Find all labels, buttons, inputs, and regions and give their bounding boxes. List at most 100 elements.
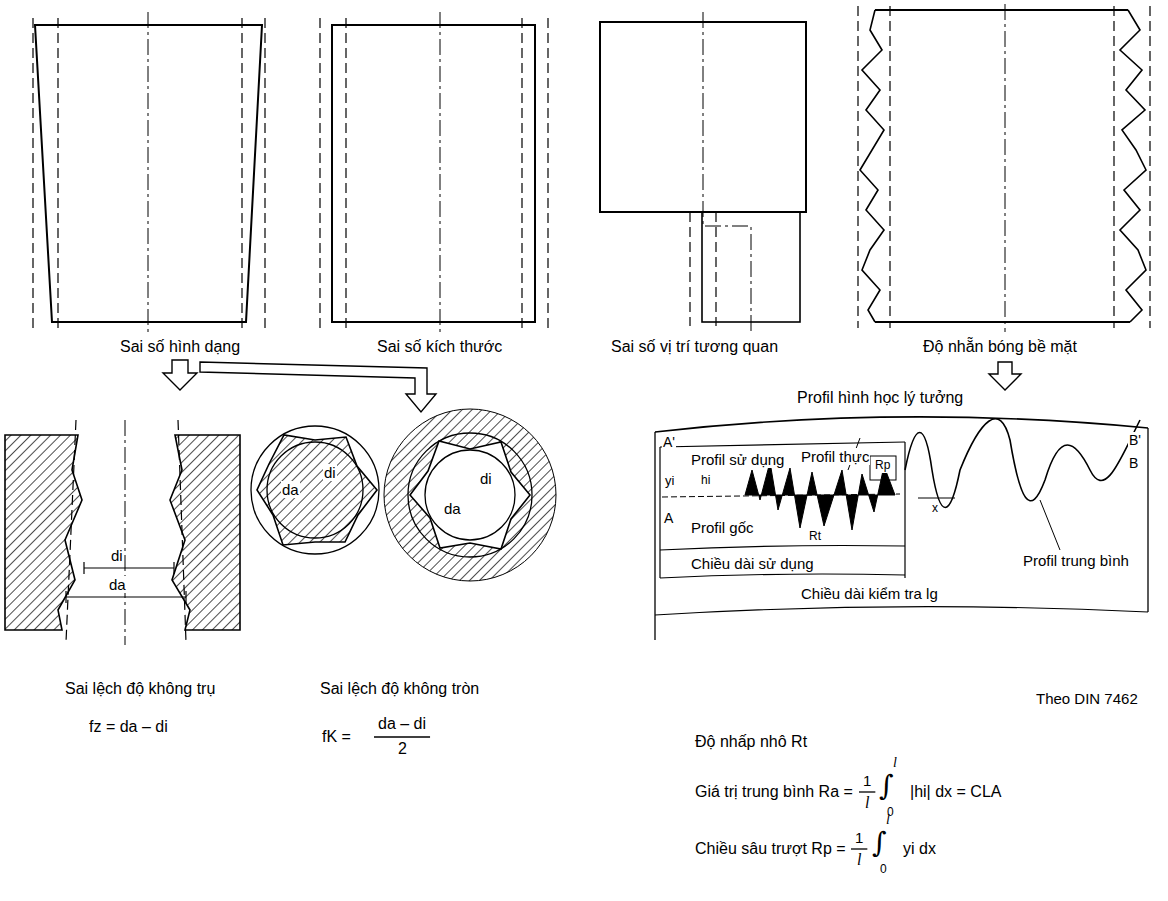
cylinder-section-part	[66, 420, 76, 642]
integral-limit: l	[893, 755, 897, 771]
roughness-profile-part	[905, 419, 1140, 508]
figure-caption: Sai số kích thước	[377, 338, 502, 356]
formula-numerator: 1	[863, 772, 871, 789]
cylinder-section-part	[66, 596, 186, 597]
roundness-bore-part	[425, 450, 515, 540]
surface-roughness-figure-part	[857, 6, 858, 328]
hollow-arrows-part	[200, 362, 436, 412]
profile-label: Profil thực	[800, 448, 870, 465]
integral-sign: ∫	[879, 772, 894, 800]
surface-roughness-figure-part	[1120, 10, 1146, 322]
point-label: B	[1128, 455, 1139, 471]
point-label: A	[663, 510, 674, 526]
roundness-bore	[384, 409, 556, 581]
form-error-figure-part	[148, 12, 149, 332]
hollow-arrows-part	[163, 360, 197, 390]
roughness-profile-part	[660, 442, 905, 447]
figure-caption: Sai số hình dạng	[120, 338, 240, 356]
dimension-label: da	[281, 481, 300, 498]
size-error-figure-part	[440, 12, 441, 332]
point-label: B'	[1128, 432, 1142, 448]
form-error-figure-part	[264, 18, 265, 328]
size-error-figure	[320, 12, 548, 332]
length-label: Chiều dài kiểm tra lg	[800, 585, 939, 602]
roughness-profile-part	[870, 456, 896, 480]
surface-roughness-figure-part	[875, 321, 1130, 323]
position-error-figure-part	[689, 212, 690, 326]
integral-limit: l	[886, 812, 890, 828]
roundness-bore-part	[408, 433, 532, 557]
roughness-profile-part	[655, 607, 1148, 615]
surface-roughness-figure-part	[1005, 4, 1006, 332]
cylinder-section-part	[83, 562, 84, 574]
dimension-label: di	[323, 464, 337, 481]
roughness-profile-part	[745, 462, 895, 530]
profile-label: Profil gốc	[690, 519, 755, 536]
symbol-label: x	[931, 502, 939, 516]
fraction-bar	[851, 848, 867, 849]
profile-label: Profil sử dụng	[690, 451, 785, 468]
roughness-profile	[655, 417, 1148, 640]
roundness-bore-part	[410, 441, 530, 549]
formula-denominator: l	[857, 851, 861, 869]
surface-roughness-figure-part	[889, 6, 890, 328]
cylinder-section-part	[170, 435, 240, 630]
size-error-figure-part	[319, 18, 320, 328]
formula: fz = da – di	[89, 718, 168, 736]
figure-caption: Sai số vị trí tương quan	[611, 338, 778, 356]
length-label: Chiều dài sử dụng	[690, 555, 815, 572]
roundness-shaft-part	[267, 442, 363, 538]
position-error-figure-part	[703, 12, 751, 332]
formula: Chiều sâu trượt Rp =	[695, 840, 846, 858]
roughness-profile-part	[904, 442, 905, 578]
roundness-shaft-part	[257, 435, 377, 545]
fraction-bar	[859, 791, 875, 792]
roughness-profile-part	[655, 417, 1148, 432]
form-error-figure-part	[32, 18, 33, 328]
formula-numerator: da – di	[378, 715, 426, 733]
surface-roughness-figure-part	[860, 10, 884, 322]
subfigure-caption: Sai lệch độ không trụ	[65, 680, 215, 698]
position-error-figure	[600, 12, 806, 332]
symbol-label: yi	[664, 474, 675, 489]
symbol-label: hi	[700, 474, 711, 488]
roundness-bore-part	[384, 409, 556, 581]
cylinder-section	[5, 420, 240, 645]
roughness-profile-part	[660, 546, 905, 551]
roughness-profile-part	[659, 447, 660, 578]
roughness-profile-part	[660, 574, 905, 578]
roughness-profile-part	[1040, 500, 1060, 550]
hollow-arrows-part	[989, 362, 1021, 390]
formula-numerator: 1	[855, 829, 863, 846]
form-error-figure-part	[241, 18, 242, 328]
size-error-figure-part	[547, 18, 548, 328]
cylinder-section-part	[65, 591, 66, 603]
formula: |hi| dx = CLA	[910, 783, 1001, 801]
roundness-shaft	[251, 426, 379, 554]
integral-limit: 0	[880, 863, 887, 877]
surface-roughness-figure-part	[1149, 6, 1150, 328]
form-error-figure	[33, 12, 265, 332]
fraction-bar	[374, 736, 430, 737]
formula: fK =	[322, 728, 351, 746]
surface-roughness-figure	[858, 4, 1150, 332]
position-error-figure-part	[715, 212, 716, 326]
cylinder-section-part	[125, 420, 126, 645]
cylinder-section-part	[185, 591, 186, 603]
hollow-arrows	[163, 360, 1021, 412]
dimension-label: da	[443, 500, 462, 517]
formula: yi dx	[903, 840, 936, 858]
symbol-label: Rp	[874, 459, 891, 473]
profile-label: Profil hình học lý tưởng	[797, 389, 963, 407]
cylinder-section-part	[173, 562, 174, 574]
cylinder-section-part	[84, 567, 174, 568]
standard-note: Theo DIN 7462	[1036, 690, 1138, 707]
form-error-figure-part	[57, 18, 58, 328]
integral-sign: ∫	[872, 829, 887, 857]
size-error-figure-part	[332, 25, 535, 322]
figure-caption: Độ nhẵn bóng bề mặt	[923, 338, 1077, 356]
roundness-shaft-part	[251, 426, 379, 554]
